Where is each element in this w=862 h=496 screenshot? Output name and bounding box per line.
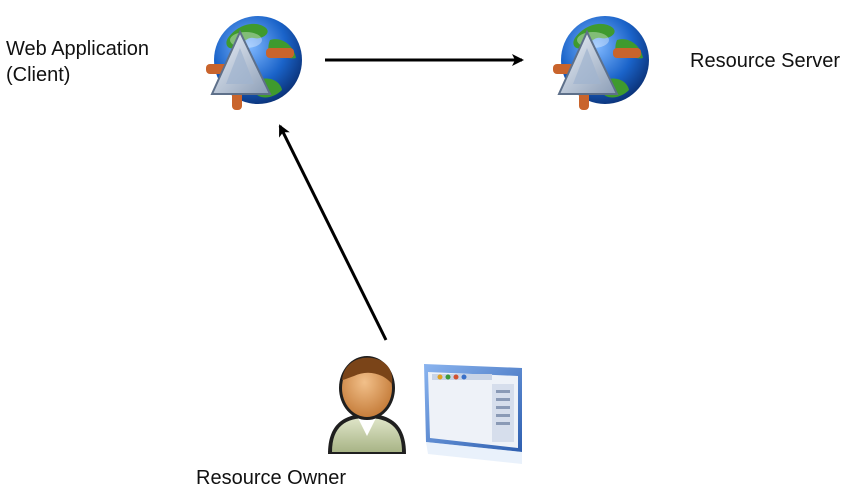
resource-server-globe-server-icon: [553, 16, 649, 110]
resource-owner-browser-window-icon: [424, 364, 522, 464]
client-globe-server-icon: [206, 16, 302, 110]
resource-owner-person-icon: [328, 356, 406, 454]
resource-owner-label: Resource Owner: [196, 467, 347, 489]
client-label-line2: (Client): [6, 64, 71, 86]
resource-server-label: Resource Server: [690, 50, 841, 72]
client-label-line1: Web Application: [6, 38, 150, 60]
arrow-resource-owner-to-client: [278, 124, 388, 341]
client-label: Web Application (Client): [6, 36, 149, 88]
